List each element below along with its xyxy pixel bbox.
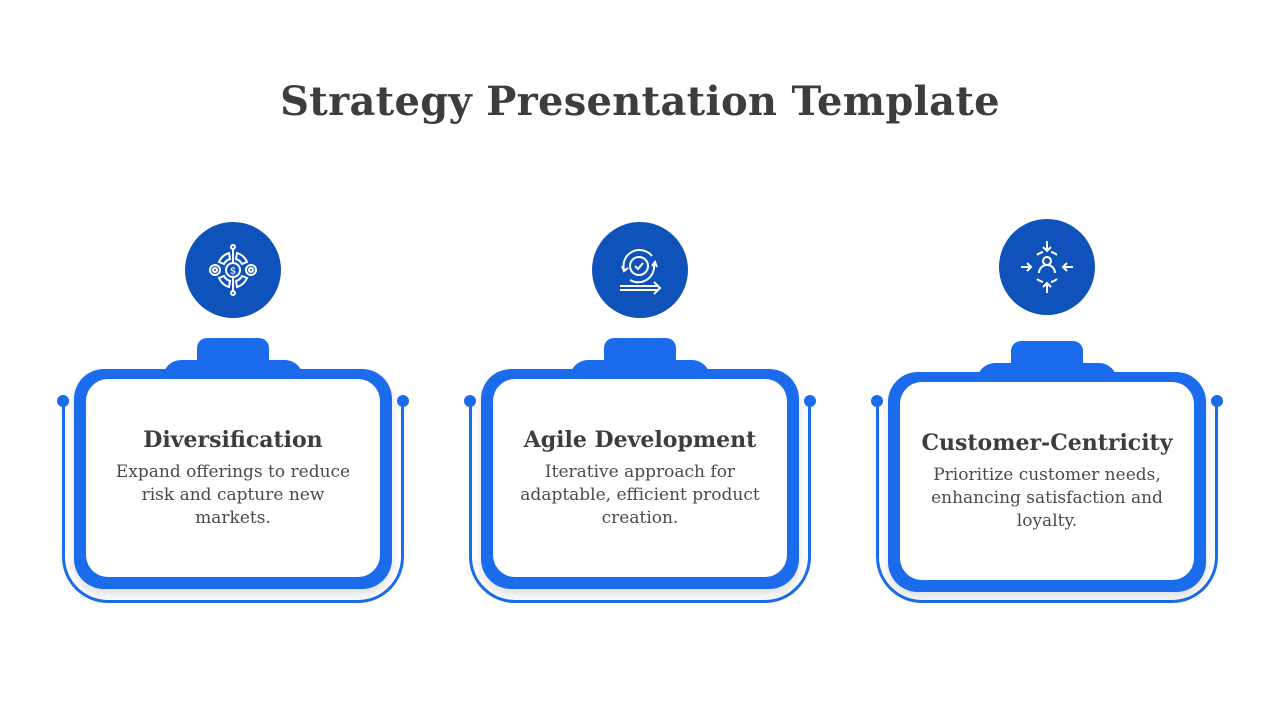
card-agile-development: Agile Development Iterative approach for… — [464, 222, 816, 622]
card-outline — [62, 402, 404, 603]
card-heading: Customer-Centricity — [921, 429, 1173, 456]
page-title: Strategy Presentation Template — [280, 78, 1000, 125]
diversification-dollar-icon: $ — [185, 222, 281, 318]
card-tab-top — [1011, 341, 1083, 377]
card-diversification: $ Diversification Expand offerings to re… — [57, 222, 409, 622]
card-frame: Customer-Centricity Prioritize customer … — [888, 372, 1206, 592]
card-tab-top — [604, 338, 676, 374]
connector-dot — [57, 395, 69, 407]
card-heading: Agile Development — [523, 426, 757, 453]
card-customer-centricity: Customer-Centricity Prioritize customer … — [871, 219, 1223, 619]
card-outline — [876, 402, 1218, 603]
connector-dot — [871, 395, 883, 407]
svg-text:$: $ — [230, 266, 236, 277]
card-text: Expand offerings to reduce risk and capt… — [115, 461, 351, 528]
card-tab-top — [197, 338, 269, 374]
card-frame: Agile Development Iterative approach for… — [481, 369, 799, 589]
card-text: Prioritize customer needs, enhancing sat… — [931, 464, 1163, 531]
agile-cycle-check-icon — [592, 222, 688, 318]
card-heading: Diversification — [143, 426, 323, 453]
connector-dot — [1211, 395, 1223, 407]
card-outline — [469, 402, 811, 603]
customer-focus-icon — [999, 219, 1095, 315]
card-frame: Diversification Expand offerings to redu… — [74, 369, 392, 589]
connector-dot — [397, 395, 409, 407]
connector-dot — [804, 395, 816, 407]
connector-dot — [464, 395, 476, 407]
card-text: Iterative approach for adaptable, effici… — [520, 461, 760, 528]
